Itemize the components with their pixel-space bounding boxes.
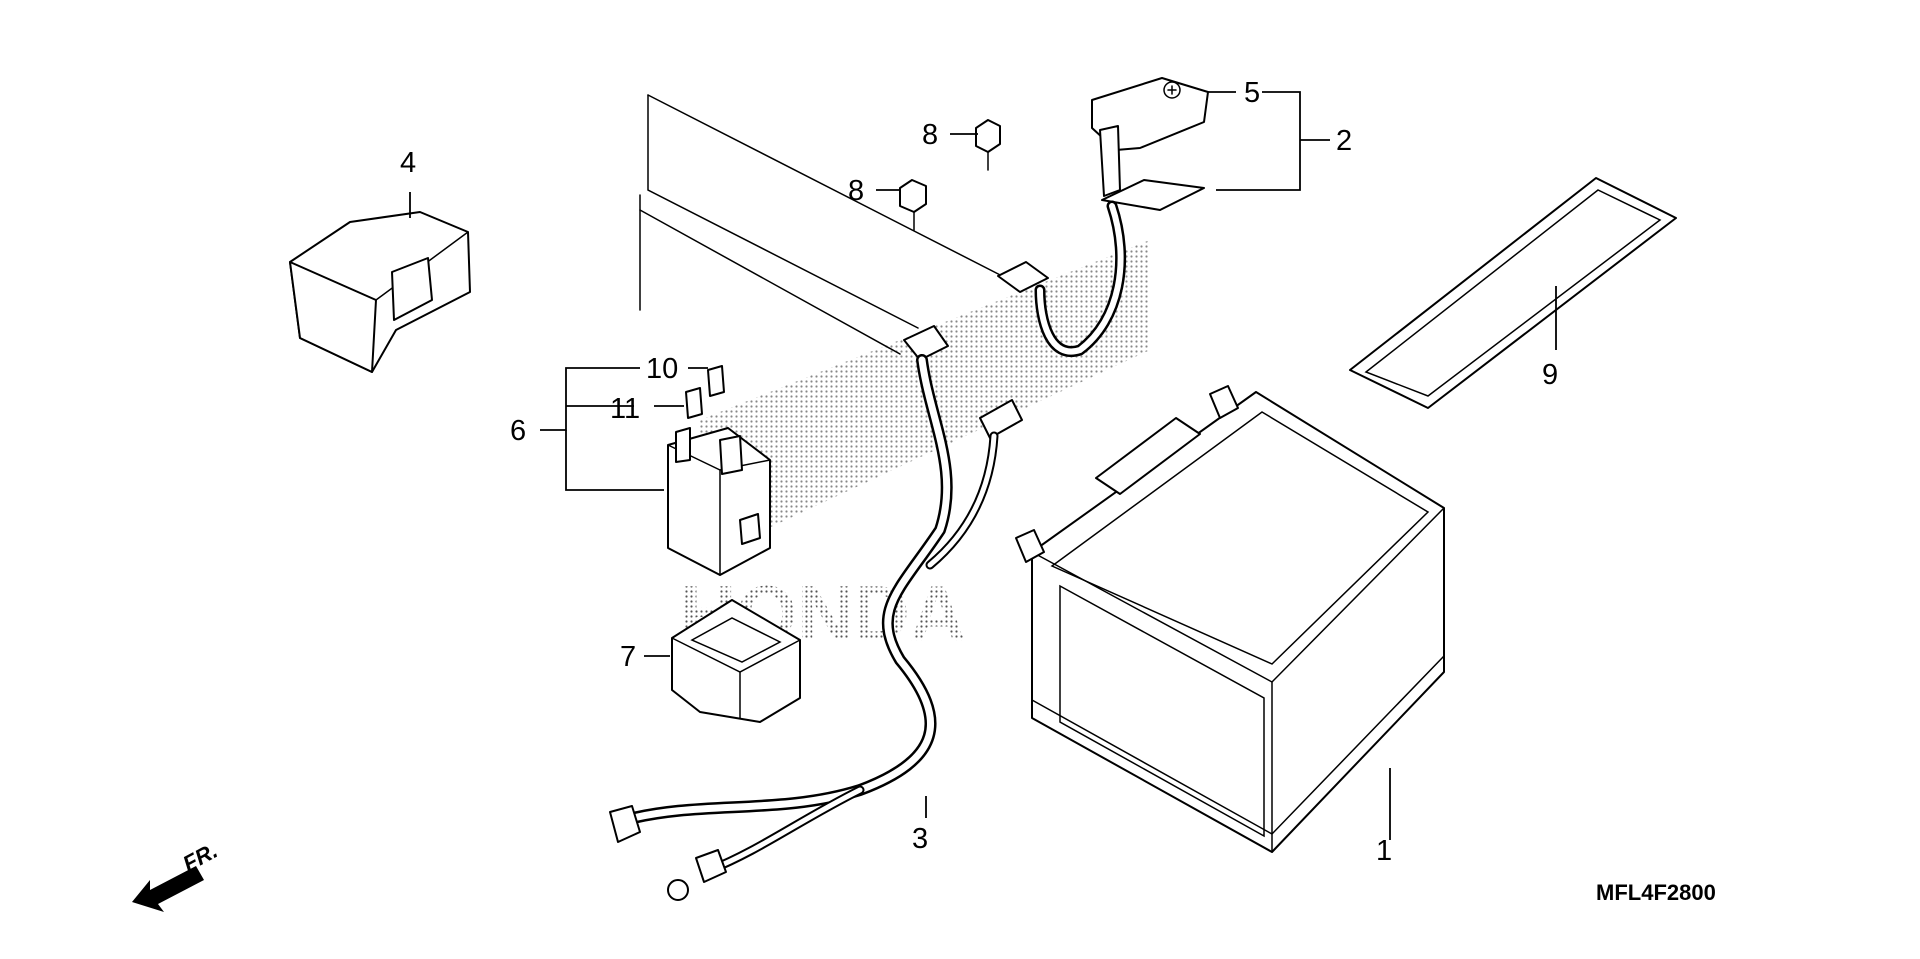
callout-5: 5: [1244, 77, 1260, 109]
callout-1: 1: [1376, 835, 1392, 867]
part-4-terminal-cover: [289, 211, 471, 373]
callout-11: 11: [610, 393, 640, 425]
part-10-fuse: [707, 365, 725, 397]
callout-9: 9: [1542, 359, 1558, 391]
callouts: 4 5 2 1 3 6 7 10 11 8 8 9: [400, 77, 1558, 867]
part-8-bolt-left: [899, 179, 927, 231]
callout-10: 10: [646, 353, 678, 385]
part-7-relay-cover: [671, 599, 801, 723]
direction-label: FR.: [179, 838, 222, 877]
callout-8-left: 8: [848, 175, 864, 207]
part-1-battery: [1015, 385, 1445, 853]
callout-4: 4: [400, 147, 416, 179]
callout-8-right: 8: [922, 119, 938, 151]
callout-2: 2: [1336, 125, 1352, 157]
front-direction-indicator: FR.: [132, 838, 222, 912]
part-2-battery-cable: [997, 179, 1205, 358]
part-8-bolt-right: [975, 119, 1001, 171]
arrow-left-icon: [132, 866, 204, 912]
part-3-wire-harness: [609, 325, 1023, 901]
part-9-battery-strap: [1349, 177, 1677, 409]
callout-7: 7: [620, 641, 636, 673]
diagram-code: MFL4F2800: [1596, 880, 1716, 905]
callout-6: 6: [510, 415, 526, 447]
part-6-starter-relay: [667, 427, 771, 576]
part-5-terminal-cap: [1091, 77, 1209, 197]
part-11-fuse: [685, 387, 703, 419]
callout-3: 3: [912, 823, 928, 855]
guide-lines: [639, 94, 1011, 355]
leader-lines: [409, 91, 1557, 840]
